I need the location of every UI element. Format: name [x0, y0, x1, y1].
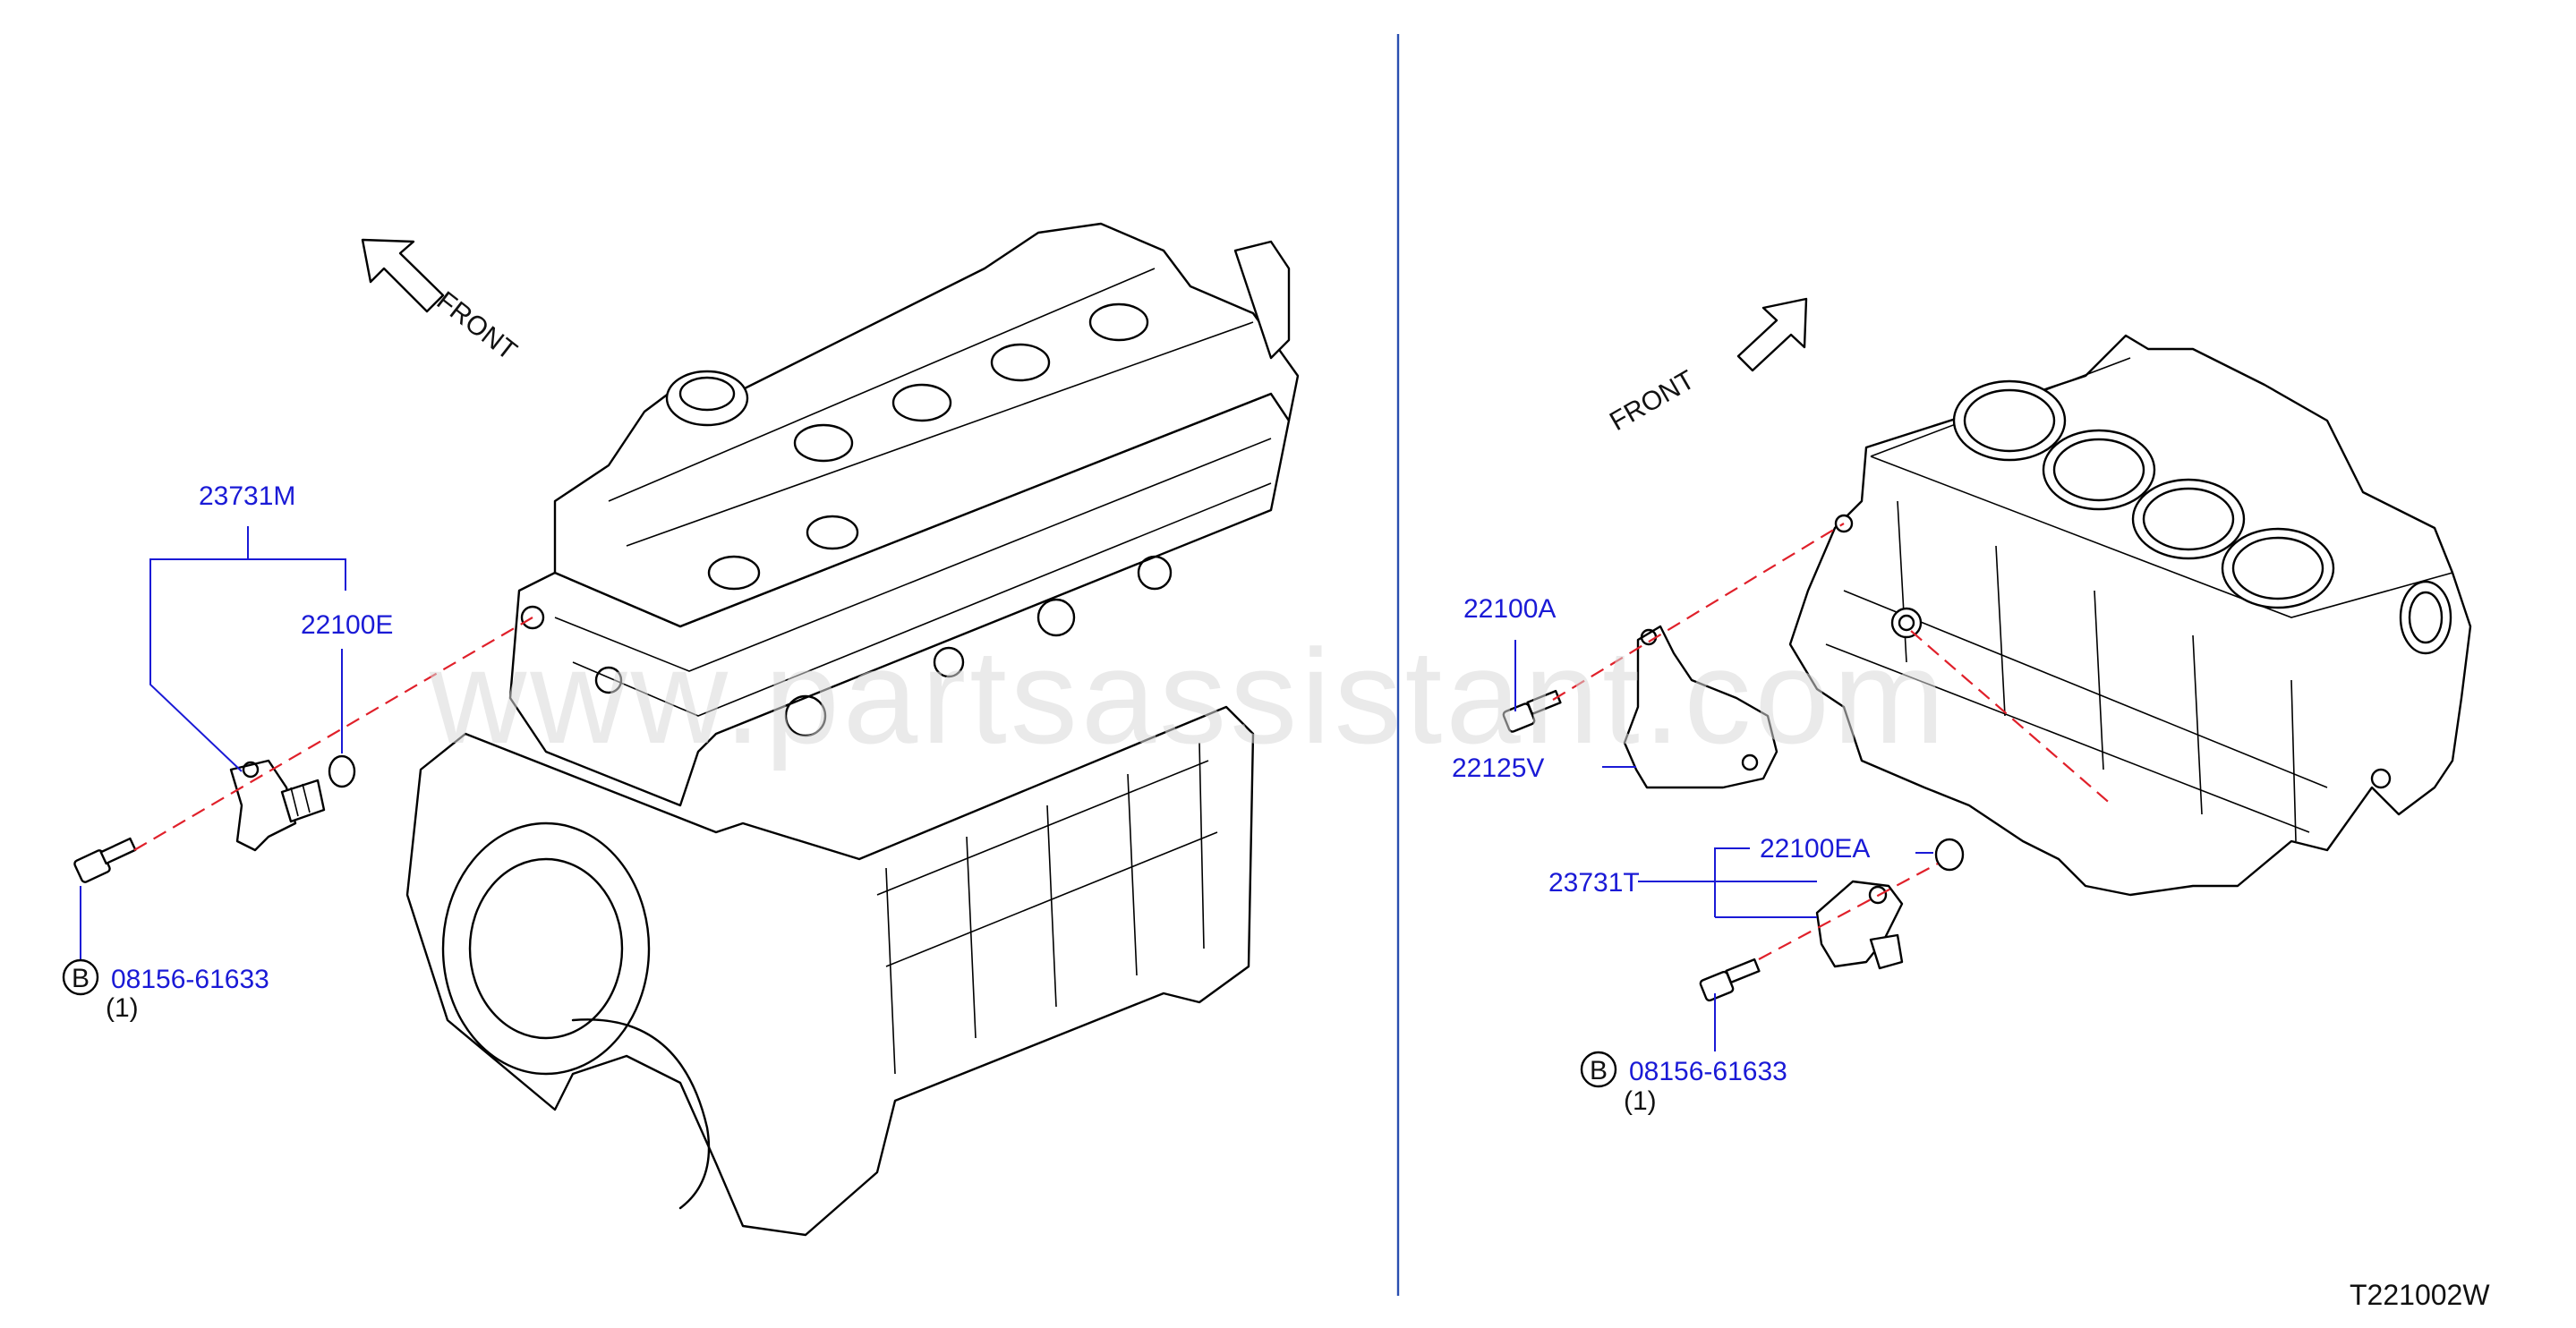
center-line-left [133, 617, 533, 851]
bolt-qty-right: (1) [1624, 1086, 1657, 1116]
part-number-22100a[interactable]: 22100A [1463, 594, 1556, 624]
left-engine-illustration [405, 222, 1300, 1237]
part-number-23731t[interactable]: 23731T [1548, 868, 1640, 898]
part-number-08156-61633-left[interactable]: 08156-61633 [111, 965, 269, 994]
front-label-right: FRONT [1605, 365, 1700, 437]
o-ring-icon-right [1934, 838, 1965, 872]
bracket-bolt-icon [1502, 689, 1562, 733]
bracket-icon [1623, 625, 1778, 789]
left-callouts: 23731M 22100E B 08156-61633 (1) [62, 481, 393, 1023]
front-arrow-left: FRONT [361, 238, 523, 367]
watermark: www.partsassistant.com [429, 621, 1949, 771]
bolt-icon-right [1699, 958, 1761, 1002]
ref-b-right: B [1590, 1056, 1608, 1085]
right-callouts: 22100A 22125V 22100EA 23731T B 08156-616… [1452, 594, 1933, 1116]
right-sensor-parts [1502, 625, 1965, 1002]
diagram-code: T221002W [2350, 1279, 2490, 1311]
part-number-22125v[interactable]: 22125V [1452, 753, 1544, 783]
camshaft-sensor-icon-right [1815, 880, 1904, 970]
bolt-qty-left: (1) [106, 993, 139, 1023]
left-sensor-parts [73, 754, 356, 883]
front-arrow-right: FRONT [1605, 297, 1808, 437]
part-number-22100ea[interactable]: 22100EA [1760, 834, 1870, 864]
center-line-sensor [1758, 863, 1939, 960]
part-number-08156-61633-right[interactable]: 08156-61633 [1629, 1057, 1787, 1086]
ref-b-circle-right [1580, 1051, 1617, 1088]
bolt-icon [73, 837, 137, 883]
right-cylinder-block-illustration [1788, 334, 2472, 897]
center-line-bracket [1552, 523, 1845, 701]
part-number-22100e[interactable]: 22100E [301, 610, 393, 640]
o-ring-icon [328, 754, 356, 788]
part-number-23731m[interactable]: 23731M [199, 481, 295, 511]
ref-b-circle-left [62, 958, 99, 996]
front-label-left: FRONT [431, 286, 523, 367]
ref-b-left: B [72, 964, 90, 993]
camshaft-sensor-icon [229, 759, 326, 852]
